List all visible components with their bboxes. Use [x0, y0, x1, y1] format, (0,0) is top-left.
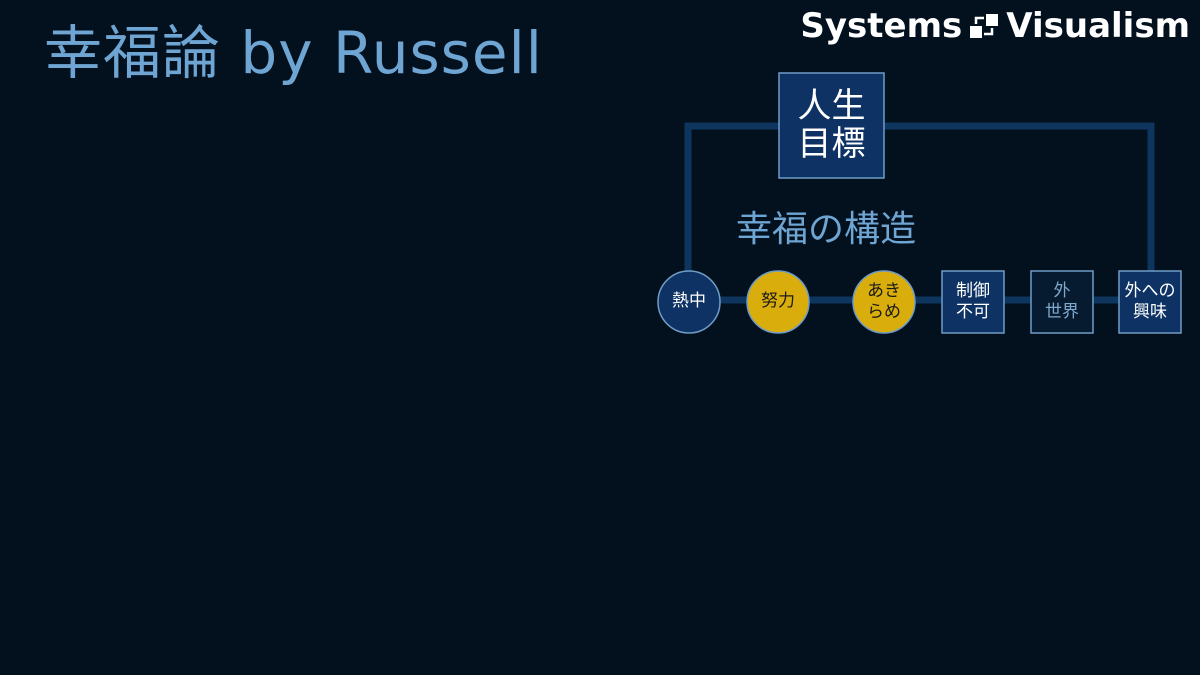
node-outward-interest-label: 外への 興味 — [1124, 280, 1176, 322]
page-title: 幸福論 by Russell — [44, 19, 543, 87]
node-uncontrollable-shape — [941, 270, 1005, 334]
node-effort-shape — [746, 270, 810, 334]
life-goal-box — [778, 72, 885, 179]
node-resignation-shape — [852, 270, 916, 334]
systems-loop-icon — [970, 14, 999, 38]
node-outside-world-label: 外 世界 — [1045, 280, 1079, 322]
node-enthusiasm-shape — [657, 270, 721, 334]
structure-heading: 幸福の構造 — [736, 209, 917, 250]
brand-left-text: Systems — [800, 6, 963, 46]
node-outside-world-shape — [1030, 270, 1094, 334]
node-enthusiasm-label: 熱中 — [672, 291, 706, 312]
node-resignation-label: あき らめ — [867, 280, 901, 322]
node-outward-interest-shape — [1118, 270, 1182, 334]
brand-logo: Systems Visualism — [800, 6, 1190, 46]
node-effort-label: 努力 — [761, 291, 795, 312]
node-uncontrollable-label: 制御 不可 — [956, 280, 990, 322]
brand-right-text: Visualism — [1006, 6, 1190, 46]
life-goal-label: 人生 目標 — [797, 86, 866, 164]
